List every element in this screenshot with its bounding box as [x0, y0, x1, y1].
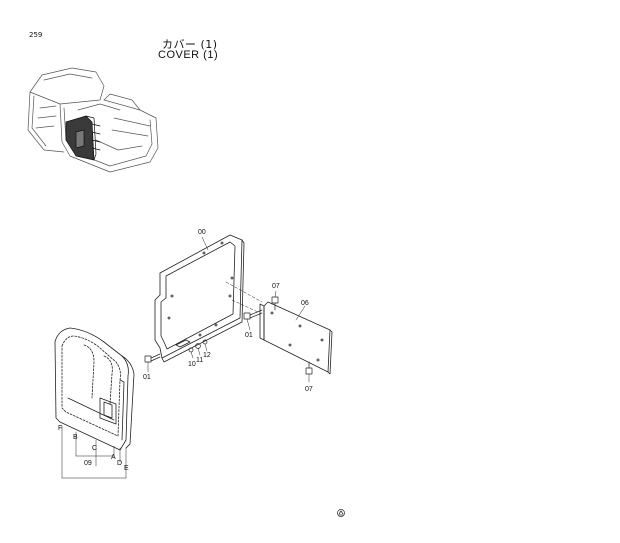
bolt-01-right [243, 309, 263, 320]
machine-overview-illustration [27, 67, 159, 173]
label-09: 09 [84, 460, 92, 467]
label-E: E [124, 465, 129, 472]
page-number: 259 [29, 31, 43, 39]
frame-panel-00 [154, 234, 245, 363]
circled-mark-icon [337, 509, 345, 517]
leader-lines [61, 236, 310, 479]
title-japanese: カバー (1) [162, 38, 218, 51]
label-01-right: 01 [245, 332, 253, 339]
label-C: C [92, 445, 97, 452]
title-english: COVER (1) [158, 49, 219, 61]
label-A: A [111, 454, 116, 461]
label-12: 12 [203, 352, 211, 359]
label-D: D [117, 460, 122, 467]
label-07-top: 07 [272, 283, 280, 290]
plate-06 [259, 301, 333, 375]
part-labels: 00 01 01 06 07 07 09 10 11 12 A B C D E … [58, 229, 313, 472]
bolt-01-left [144, 353, 161, 363]
label-01-left: 01 [143, 374, 151, 381]
label-06: 06 [301, 300, 309, 307]
label-B: B [73, 434, 78, 441]
door-cover-09 [54, 327, 135, 451]
label-11: 11 [196, 357, 203, 364]
bolt-07-top [271, 296, 279, 311]
label-10: 10 [188, 361, 196, 368]
fasteners [144, 296, 313, 375]
bolt-07-bottom [305, 361, 313, 375]
label-07-bottom: 07 [305, 386, 313, 393]
label-F: F [58, 425, 62, 432]
label-00: 00 [198, 229, 206, 236]
